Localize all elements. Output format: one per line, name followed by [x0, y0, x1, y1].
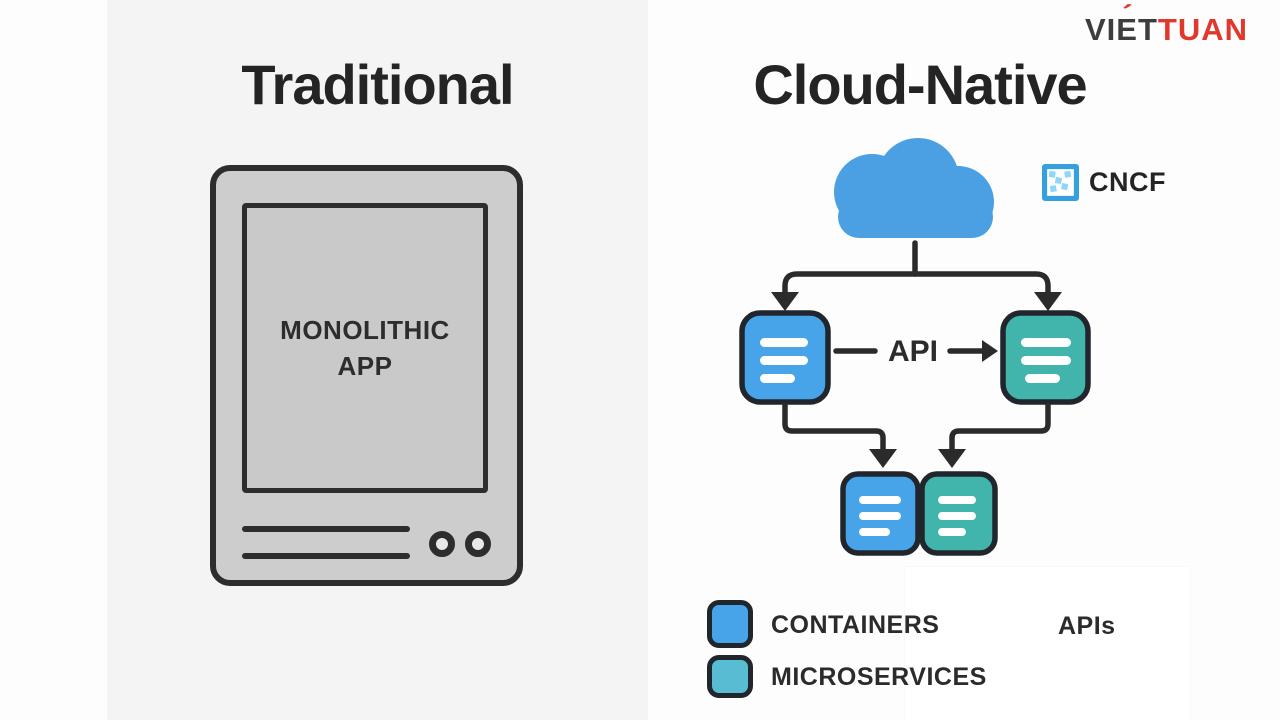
legend-containers-label: CONTAINERS — [771, 611, 940, 639]
arrowhead-down-icon — [771, 292, 799, 311]
api-connector: API — [833, 335, 998, 368]
arrowhead-down-icon — [869, 449, 897, 468]
legend-microservices-swatch — [707, 655, 753, 698]
cloud-native-diagram: API — [739, 138, 1091, 556]
cloud-branch-arrows — [771, 240, 1062, 311]
monolithic-app-label: MONOLITHIC APP — [280, 312, 450, 385]
api-label: API — [888, 335, 938, 368]
viettuan-logo: VIET´TUAN — [1085, 0, 1249, 52]
monolithic-app-label-line2: APP — [337, 351, 393, 381]
viettuan-logo-viet: VIET´ — [1085, 0, 1158, 47]
monolithic-screen: MONOLITHIC APP — [242, 203, 488, 493]
lower-branch-arrows — [782, 402, 1051, 468]
device-detail-line — [242, 526, 410, 532]
microservice-box-bottom — [919, 471, 998, 556]
traditional-title: Traditional — [241, 53, 514, 116]
viettuan-logo-tuan: TUAN — [1157, 12, 1249, 47]
monolithic-app-label-line1: MONOLITHIC — [280, 314, 450, 345]
arrowhead-right-icon — [982, 340, 998, 362]
legend-containers-swatch — [707, 600, 753, 648]
container-box-left — [739, 310, 831, 405]
cloud-icon — [834, 138, 994, 238]
container-box-bottom — [840, 471, 921, 556]
cncf-logo-icon — [1042, 164, 1079, 201]
device-button-icon — [465, 531, 491, 557]
device-button-icon — [429, 531, 455, 557]
arrowhead-down-icon — [938, 449, 966, 468]
cloud-native-title: Cloud-Native — [753, 53, 1087, 116]
monolithic-device: MONOLITHIC APP — [210, 165, 523, 586]
cncf-label: CNCF — [1089, 167, 1166, 197]
microservice-box-right — [1000, 310, 1091, 405]
arrowhead-down-icon — [1034, 292, 1062, 311]
cncf-badge: CNCF — [1042, 164, 1166, 201]
device-detail-line — [242, 553, 410, 559]
white-patch — [905, 567, 1190, 720]
legend-microservices-label: MICROSERVICES — [771, 663, 987, 691]
legend-apis-label: APIs — [1058, 612, 1116, 640]
